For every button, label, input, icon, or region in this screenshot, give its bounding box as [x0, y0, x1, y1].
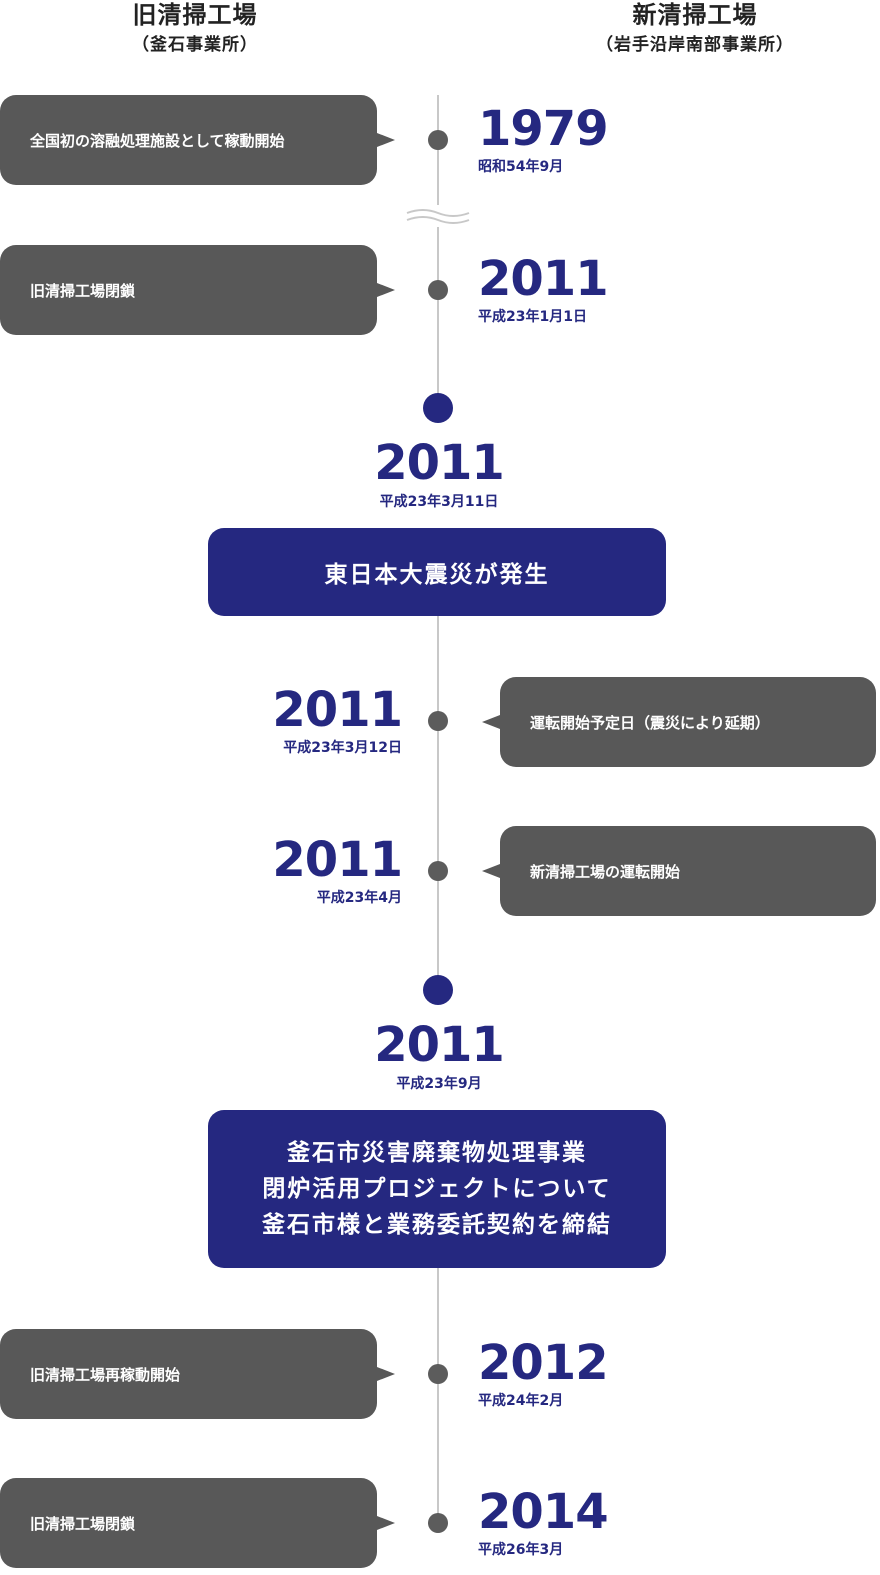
event-label-line: 閉炉活用プロジェクトについて: [262, 1176, 612, 1202]
timeline-line: [437, 615, 439, 995]
timeline-dot: [428, 1364, 448, 1384]
event-year: 2012: [478, 1335, 609, 1391]
timeline-break-icon: [405, 205, 471, 227]
event-year: 2011: [374, 435, 505, 491]
old-plant-subtitle: （釜石事業所）: [132, 35, 258, 55]
event-date: 平成23年1月1日: [478, 309, 587, 325]
earthquake-event-box: 東日本大震災が発生: [208, 528, 666, 616]
event-label-line: 釜石市様と業務委託契約を締結: [262, 1212, 612, 1238]
timeline-event-bubble: 旧清掃工場閉鎖: [0, 245, 395, 335]
event-date: 平成24年2月: [478, 1393, 564, 1409]
event-date: 平成23年3月12日: [283, 740, 402, 756]
event-label: 新清掃工場の運転開始: [530, 862, 681, 881]
timeline-dot: [428, 861, 448, 881]
event-label: 旧清掃工場閉鎖: [30, 1514, 136, 1533]
event-date: 平成23年3月11日: [379, 494, 499, 510]
timeline-dot: [428, 280, 448, 300]
new-plant-subtitle: （岩手沿岸南部事業所）: [596, 35, 794, 55]
event-year: 2011: [478, 251, 609, 307]
timeline-event-bubble: 新清掃工場の運転開始: [482, 826, 876, 916]
timeline-line: [437, 95, 439, 415]
event-label: 運転開始予定日（震災により延期）: [530, 713, 770, 732]
event-date: 平成23年9月: [396, 1076, 482, 1092]
event-year: 2011: [374, 1017, 505, 1073]
timeline-event-bubble: 旧清掃工場閉鎖: [0, 1478, 395, 1568]
event-year: 1979: [478, 101, 609, 157]
new-plant-title: 新清掃工場: [632, 1, 758, 29]
event-date: 昭和54年9月: [478, 159, 564, 175]
event-label: 旧清掃工場再稼動開始: [30, 1365, 181, 1384]
timeline-event-bubble: 旧清掃工場再稼動開始: [0, 1329, 395, 1419]
event-year: 2011: [272, 682, 403, 738]
timeline-dot: [428, 130, 448, 150]
major-event-dot: [423, 975, 453, 1005]
event-year: 2014: [478, 1484, 609, 1540]
old-plant-header: 旧清掃工場 （釜石事業所）: [95, 0, 295, 60]
event-label: 旧清掃工場閉鎖: [30, 281, 136, 300]
timeline-dot: [428, 711, 448, 731]
event-date: 平成26年3月: [478, 1542, 564, 1558]
major-event-dot: [423, 393, 453, 423]
contract-event-box: 釜石市災害廃棄物処理事業 閉炉活用プロジェクトについて 釜石市様と業務委託契約を…: [208, 1110, 666, 1268]
event-year: 2011: [272, 832, 403, 888]
event-date: 平成23年4月: [316, 890, 402, 906]
timeline-event-bubble: 全国初の溶融処理施設として稼動開始: [0, 95, 395, 185]
event-label: 全国初の溶融処理施設として稼動開始: [30, 131, 285, 150]
event-label-line: 釜石市災害廃棄物処理事業: [287, 1140, 587, 1166]
event-label: 東日本大震災が発生: [324, 562, 550, 588]
old-plant-title: 旧清掃工場: [132, 1, 258, 29]
timeline-event-bubble: 運転開始予定日（震災により延期）: [482, 677, 876, 767]
timeline-line: [437, 1268, 439, 1528]
timeline-dot: [428, 1513, 448, 1533]
new-plant-header: 新清掃工場 （岩手沿岸南部事業所）: [545, 0, 845, 60]
